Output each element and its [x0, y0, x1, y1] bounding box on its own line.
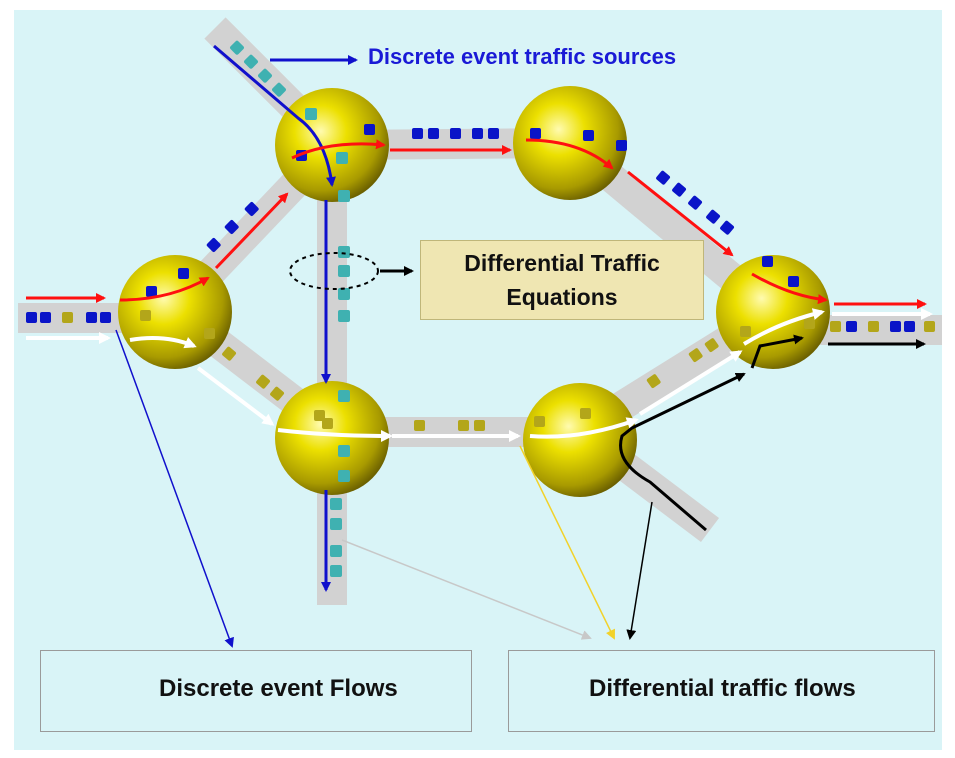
- node-top-right: [513, 86, 627, 200]
- legend-differential-label: Differential traffic flows: [589, 675, 856, 702]
- equation-box-line1: Differential Traffic: [464, 250, 660, 276]
- red-flow-arrows: [26, 138, 927, 309]
- legend-differential-flows: Differential traffic flows: [508, 650, 935, 732]
- differential-equations-box: Differential Traffic Equations: [420, 240, 704, 320]
- legend-callouts: [115, 329, 653, 648]
- node-right: [716, 255, 830, 369]
- blue-packets: [26, 124, 915, 332]
- blue-flow-arrows: [213, 44, 358, 592]
- node-bottom-left: [275, 381, 389, 495]
- differential-region-marker: [289, 252, 379, 290]
- teal-packets: [230, 40, 350, 577]
- olive-packets: [62, 310, 935, 431]
- white-flow-arrows: [26, 308, 933, 442]
- discrete-sources-label: Discrete event traffic sources: [368, 44, 677, 69]
- black-flow-arrows: [619, 334, 926, 532]
- node-left: [118, 255, 232, 369]
- legend-discrete-label: Discrete event Flows: [159, 675, 398, 702]
- diagram-background: [14, 10, 942, 750]
- equation-box-line2: Equations: [506, 284, 618, 310]
- legend-discrete-flows: Discrete event Flows: [40, 650, 472, 732]
- node-bottom-right: [523, 383, 637, 497]
